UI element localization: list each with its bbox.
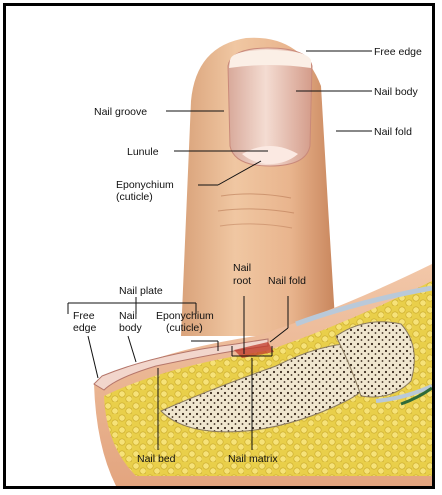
label-eponychium-bottom-line2: (cuticle) xyxy=(166,322,203,334)
label-nail-bed: Nail bed xyxy=(137,453,176,465)
figure-frame: Free edge Nail body Nail fold Nail groov… xyxy=(3,3,435,489)
label-free-edge-top: Free edge xyxy=(374,46,422,58)
label-nail-body-bottom-line2: body xyxy=(119,322,143,334)
label-nail-body-bottom-line1: Nail xyxy=(119,310,137,322)
label-free-edge-bottom-line2: edge xyxy=(73,322,97,334)
label-free-edge-bottom-line1: Free xyxy=(73,310,95,322)
label-eponychium-top-line2: (cuticle) xyxy=(116,191,153,203)
label-eponychium-top-line1: Eponychium xyxy=(116,179,174,191)
label-nail-plate: Nail plate xyxy=(119,285,163,297)
nail-illustration xyxy=(228,48,312,166)
label-nail-fold-bottom: Nail fold xyxy=(268,275,306,287)
label-nail-fold-top: Nail fold xyxy=(374,126,412,138)
label-lunule: Lunule xyxy=(127,146,159,158)
label-nail-groove: Nail groove xyxy=(94,106,147,118)
nail-anatomy-diagram: Free edge Nail body Nail fold Nail groov… xyxy=(6,6,432,486)
label-nail-root-line1: Nail xyxy=(233,262,251,274)
label-nail-matrix: Nail matrix xyxy=(228,453,278,465)
label-nail-root-line2: root xyxy=(233,275,251,287)
label-nail-body-top: Nail body xyxy=(374,86,419,98)
label-eponychium-bottom-line1: Eponychium xyxy=(156,310,214,322)
